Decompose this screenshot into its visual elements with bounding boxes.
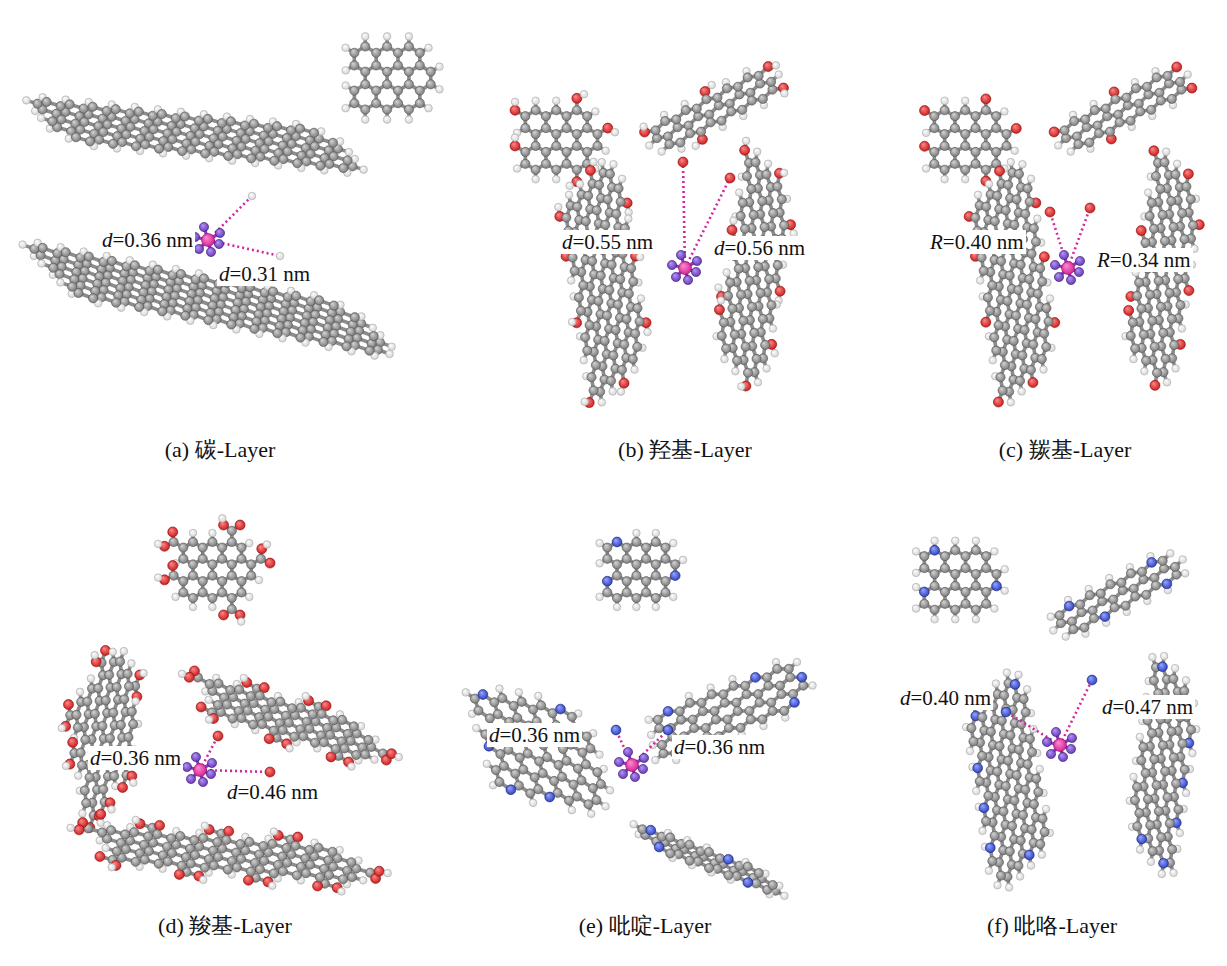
figure-stage: d=0.36 nmd=0.31 nmd=0.55 nmd=0.56 nmR=0.… — [0, 0, 1227, 966]
